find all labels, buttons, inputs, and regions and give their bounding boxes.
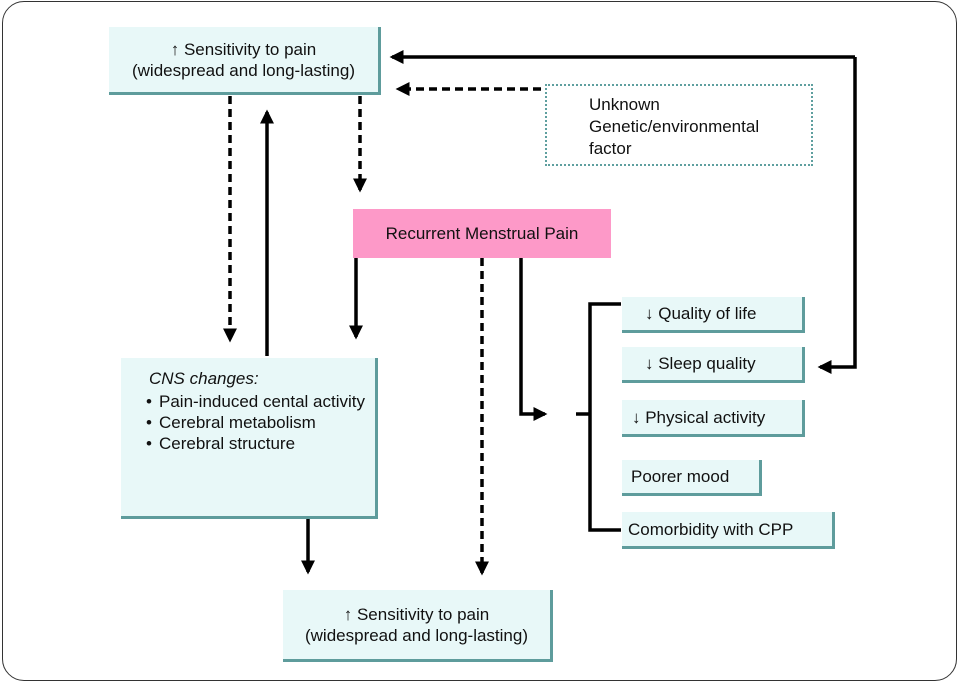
outcome-label: Poorer mood	[631, 467, 730, 486]
recurrent-pain-label: Recurrent Menstrual Pain	[385, 223, 579, 243]
unknown-factor-line1: Unknown	[589, 95, 660, 114]
cns-changes-heading: CNS changes:	[149, 369, 259, 388]
outcome-label: ↓ Quality of life	[645, 304, 757, 323]
top-sensitivity-line1: ↑ Sensitivity to pain	[170, 39, 317, 59]
outcome-quality-of-life: ↓ Quality of life	[622, 297, 805, 333]
bottom-sensitivity-box: ↑ Sensitivity to pain (widespread and lo…	[283, 590, 553, 662]
outcomes-bracket	[576, 302, 621, 532]
outcome-label: Comorbidity with CPP	[628, 519, 794, 539]
unknown-factor-line3: factor	[589, 139, 632, 158]
outcome-label: ↓ Physical activity	[632, 407, 766, 427]
outcome-sleep-quality: ↓ Sleep quality	[622, 347, 805, 383]
top-sensitivity-box: ↑ Sensitivity to pain (widespread and lo…	[109, 27, 381, 95]
outcome-physical-activity: ↓ Physical activity	[622, 400, 805, 437]
unknown-factor-box: Unknown Genetic/environmental factor	[545, 84, 813, 166]
arrow-pain-to-outcomes	[519, 258, 548, 421]
arrow-sleep-to-top	[817, 57, 857, 374]
outcome-poorer-mood: Poorer mood	[622, 460, 762, 496]
cns-change-item: Cerebral metabolism	[146, 412, 375, 433]
cns-change-item: Cerebral structure	[146, 433, 375, 454]
bottom-sensitivity-line1: ↑ Sensitivity to pain	[343, 604, 490, 624]
unknown-factor-line2: Genetic/environmental	[589, 117, 760, 136]
bottom-sensitivity-line2: (widespread and long-lasting)	[304, 625, 529, 645]
top-sensitivity-line2: (widespread and long-lasting)	[131, 60, 356, 80]
cns-change-item: Pain-induced cental activity	[146, 391, 375, 412]
outcome-comorbidity-cpp: Comorbidity with CPP	[622, 512, 835, 549]
recurrent-pain-box: Recurrent Menstrual Pain	[353, 209, 611, 258]
cns-changes-list: Pain-induced cental activity Cerebral me…	[146, 391, 375, 454]
outcome-label: ↓ Sleep quality	[645, 354, 756, 373]
cns-changes-box: CNS changes: Pain-induced cental activit…	[121, 358, 378, 519]
